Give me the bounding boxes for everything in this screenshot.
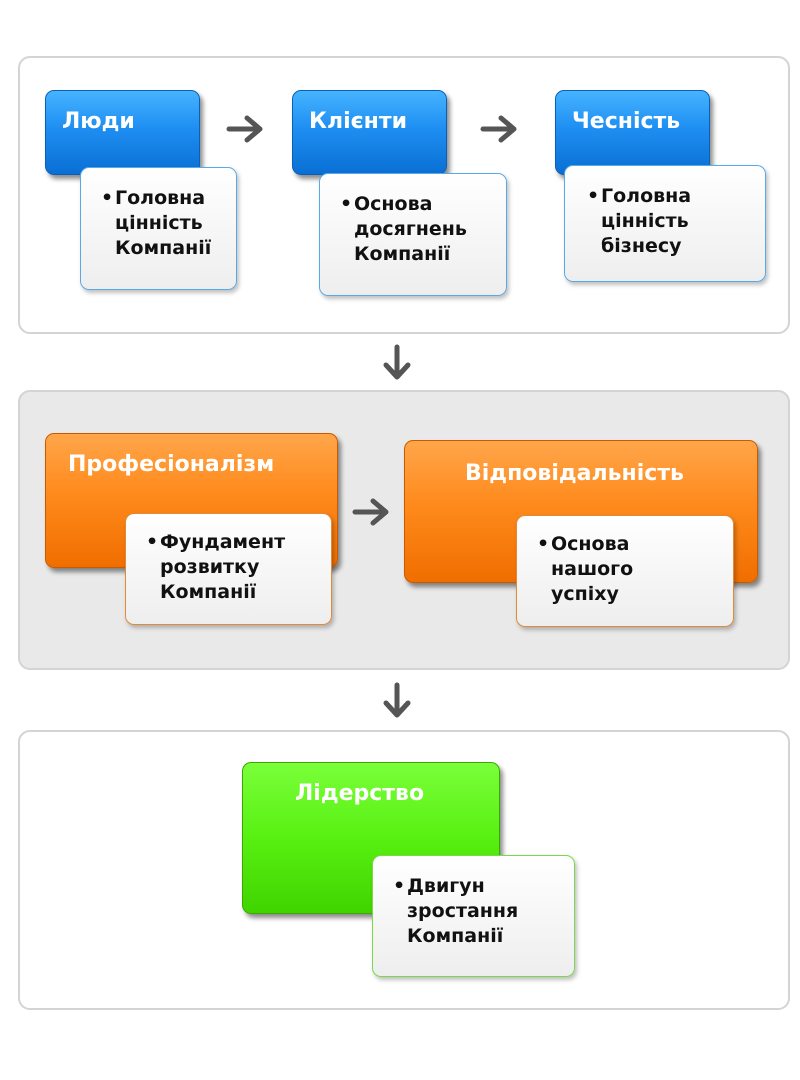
value-text-responsibility: Основа нашого успіху <box>537 532 667 607</box>
value-text-leadership: Двигун зростання Компанії <box>393 874 563 949</box>
value-box-people: Люди <box>45 90 200 175</box>
value-title-people: Люди <box>62 109 135 134</box>
value-box-clients: Клієнти <box>292 90 447 175</box>
value-text-clients: Основа досягнень Компанії <box>340 192 500 267</box>
value-title-clients: Клієнти <box>309 109 408 134</box>
value-text-honesty: Головна цінність бізнесу <box>587 184 717 259</box>
value-title-honesty: Чесність <box>572 109 681 134</box>
value-card-professionalism: Фундамент розвитку Компанії <box>125 513 332 625</box>
down-arrow-icon <box>383 682 411 718</box>
right-arrow-icon <box>480 115 517 143</box>
value-card-leadership: Двигун зростання Компанії <box>372 855 575 977</box>
down-arrow-icon <box>383 344 411 380</box>
value-box-honesty: Чесність <box>555 90 710 175</box>
right-arrow-icon <box>226 115 263 143</box>
value-text-people: Головна цінність Компанії <box>101 186 231 261</box>
right-arrow-icon <box>352 498 389 526</box>
value-title-leadership: Лідерство <box>295 781 425 806</box>
value-title-professionalism: Професіоналізм <box>68 452 275 477</box>
value-title-responsibility: Відповідальність <box>465 461 684 486</box>
value-card-responsibility: Основа нашого успіху <box>516 515 734 627</box>
value-text-professionalism: Фундамент розвитку Компанії <box>146 530 326 605</box>
value-card-honesty: Головна цінність бізнесу <box>564 165 766 282</box>
value-card-clients: Основа досягнень Компанії <box>319 173 507 296</box>
value-card-people: Головна цінність Компанії <box>80 167 237 290</box>
